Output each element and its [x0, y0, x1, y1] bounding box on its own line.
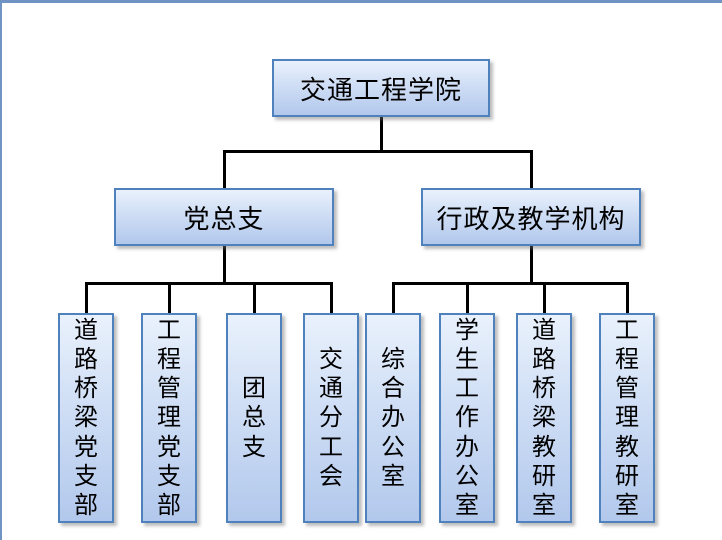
node-admin-teaching-orgs: 行政及教学机构: [421, 188, 641, 246]
page-border-left: [0, 0, 2, 540]
node-eng-mgmt-party-branch: 工程管理党支部: [141, 313, 197, 523]
connector-root-feed: [379, 117, 383, 153]
connector-child0-drop: [84, 281, 88, 313]
node-youth-league-branch: 团总支: [226, 313, 282, 523]
connector-child3-drop: [329, 281, 333, 313]
connector-child5-drop: [465, 281, 469, 313]
connector-child2-drop: [252, 281, 256, 313]
connector-branch1-drop: [529, 150, 533, 188]
connector-branch0-hline: [84, 281, 333, 285]
node-label: 综合办公室: [381, 345, 405, 490]
connector-branch0-drop: [222, 150, 226, 188]
connector-branch1-feed: [529, 246, 533, 283]
node-label: 交通分工会: [319, 345, 343, 490]
node-road-bridge-party-branch: 道路桥梁党支部: [58, 313, 114, 523]
node-general-office: 综合办公室: [365, 313, 421, 523]
node-party-general-branch: 党总支: [114, 188, 334, 246]
node-label: 工程管理党支部: [157, 316, 181, 520]
node-road-bridge-teaching-office: 道路桥梁教研室: [516, 313, 572, 523]
connector-child7-drop: [625, 281, 629, 313]
node-label: 交通工程学院: [299, 74, 462, 105]
connector-child6-drop: [542, 281, 546, 313]
node-label: 道路桥梁教研室: [532, 316, 556, 520]
node-label: 团总支: [242, 375, 266, 461]
node-college-root: 交通工程学院: [272, 59, 490, 117]
page-border-top: [0, 0, 722, 3]
node-label: 工程管理教研室: [615, 316, 639, 520]
connector-child4-drop: [391, 281, 395, 313]
node-label: 道路桥梁党支部: [74, 316, 98, 520]
node-eng-mgmt-teaching-office: 工程管理教研室: [599, 313, 655, 523]
node-label: 学生工作办公室: [455, 316, 479, 520]
connector-branch0-feed: [222, 246, 226, 283]
connector-level1-hline: [222, 150, 533, 153]
connector-child1-drop: [167, 281, 171, 313]
node-student-affairs-office: 学生工作办公室: [439, 313, 495, 523]
node-traffic-trade-union: 交通分工会: [303, 313, 359, 523]
connector-branch1-hline: [391, 281, 629, 285]
node-label: 行政及教学机构: [436, 203, 626, 234]
node-label: 党总支: [183, 203, 265, 234]
